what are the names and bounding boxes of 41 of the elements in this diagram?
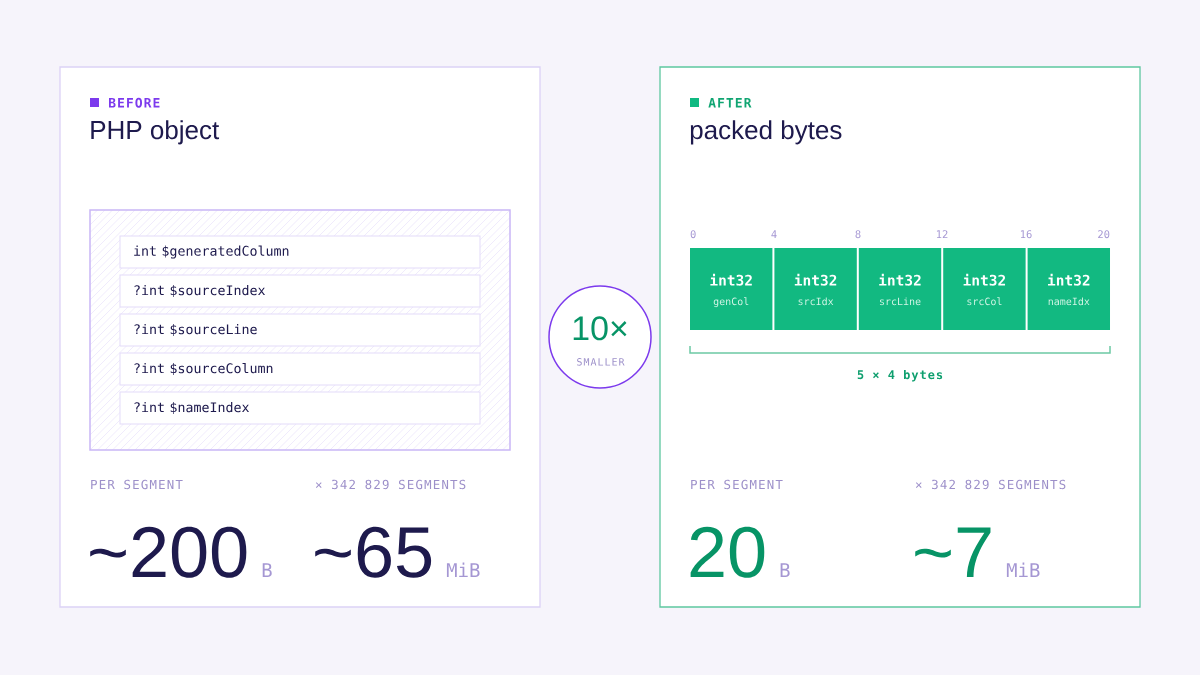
field-box: int $generatedColumn [119, 235, 481, 269]
stat-value: 20 [690, 526, 765, 578]
unit-label: MiB [1006, 562, 1040, 577]
tick-label: 16 [1020, 230, 1032, 239]
eyebrow-label: AFTER [708, 98, 752, 108]
unit-label: MiB [446, 562, 480, 577]
byte-cell: int32 genCol [690, 248, 773, 330]
field-box: ?int $sourceColumn [119, 352, 481, 386]
node-label: nameIdx [1048, 297, 1090, 306]
node-label: int32 [879, 273, 921, 286]
stat-value: ~200 [90, 526, 247, 578]
bracket-label: 5 × 4 bytes [857, 369, 943, 382]
stat-label: × 342 829 SEGMENTS [915, 479, 1066, 490]
panel-title: PHP object [91, 120, 220, 145]
stat-label: PER SEGMENT [691, 479, 783, 490]
field-box: ?int $sourceIndex [119, 274, 481, 308]
stat-value: ~65 [315, 526, 432, 578]
eyebrow-label: BEFORE [109, 97, 160, 108]
node-label: srcCol [967, 297, 1002, 306]
byte-cell: int32 srcCol [943, 248, 1026, 330]
panel-title: packed bytes [690, 120, 842, 145]
node-label: genCol [713, 297, 749, 308]
stat-label: × 342 829 SEGMENTS [315, 479, 466, 490]
stat-label: PER SEGMENT [91, 479, 183, 490]
unit-label: B [262, 563, 272, 577]
byte-cell: int32 srcLine [858, 248, 942, 330]
node-label: int32 [1048, 273, 1090, 286]
byte-cell: int32 srcIdx [774, 248, 857, 330]
node-label: srcLine [879, 297, 921, 306]
node-label: srcIdx [798, 297, 834, 306]
node-label: int32 [963, 273, 1006, 286]
tick-label: 8 [855, 230, 861, 239]
tick-label: 12 [936, 230, 948, 238]
tick-label: 4 [771, 230, 777, 238]
field-box: ?int $sourceLine [119, 313, 481, 347]
byte-cell: int32 nameIdx [1027, 248, 1110, 330]
node-label: int32 [794, 273, 837, 286]
node-label: int32 [710, 273, 752, 286]
stat-value: ~7 [915, 527, 991, 577]
field-box: ?int $nameIndex [119, 391, 481, 425]
unit-label: B [780, 563, 790, 577]
